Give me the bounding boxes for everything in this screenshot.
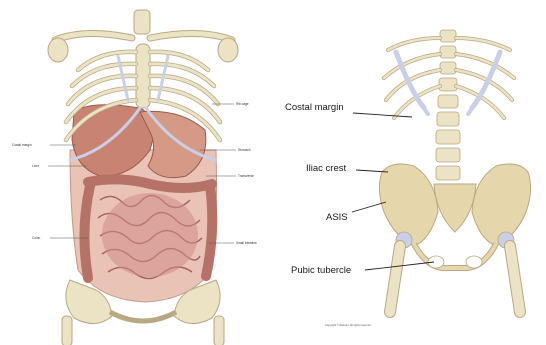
costal-margin-leader bbox=[353, 113, 412, 117]
left-torso-illustration bbox=[48, 10, 238, 345]
label-rib-cage: Rib cage bbox=[236, 102, 249, 106]
label-pubic-tubercle: Pubic tubercle bbox=[291, 265, 351, 276]
label-asis: ASIS bbox=[326, 212, 348, 223]
right-humerus-head bbox=[218, 38, 238, 62]
label-costal-margin-left: Costal margin bbox=[12, 143, 32, 147]
sacrum bbox=[434, 184, 476, 232]
label-iliac-crest: Iliac crest bbox=[306, 163, 346, 174]
right-skeleton-illustration bbox=[379, 30, 530, 312]
pubic-arch bbox=[414, 244, 496, 268]
label-stomach: Stomach bbox=[238, 148, 251, 152]
asis-leader bbox=[352, 202, 386, 212]
label-colon: Colon bbox=[32, 236, 41, 240]
label-small-intestine: Small intestine bbox=[236, 241, 257, 245]
label-transverse-colon: Transverse bbox=[238, 174, 254, 178]
ascending-colon bbox=[84, 186, 90, 278]
copyright-credit: Copyright © Elsevier. All rights reserve… bbox=[325, 323, 372, 327]
label-liver: Liver bbox=[32, 164, 40, 168]
label-costal-margin-right: Costal margin bbox=[285, 102, 344, 113]
left-humerus-head bbox=[48, 38, 68, 62]
